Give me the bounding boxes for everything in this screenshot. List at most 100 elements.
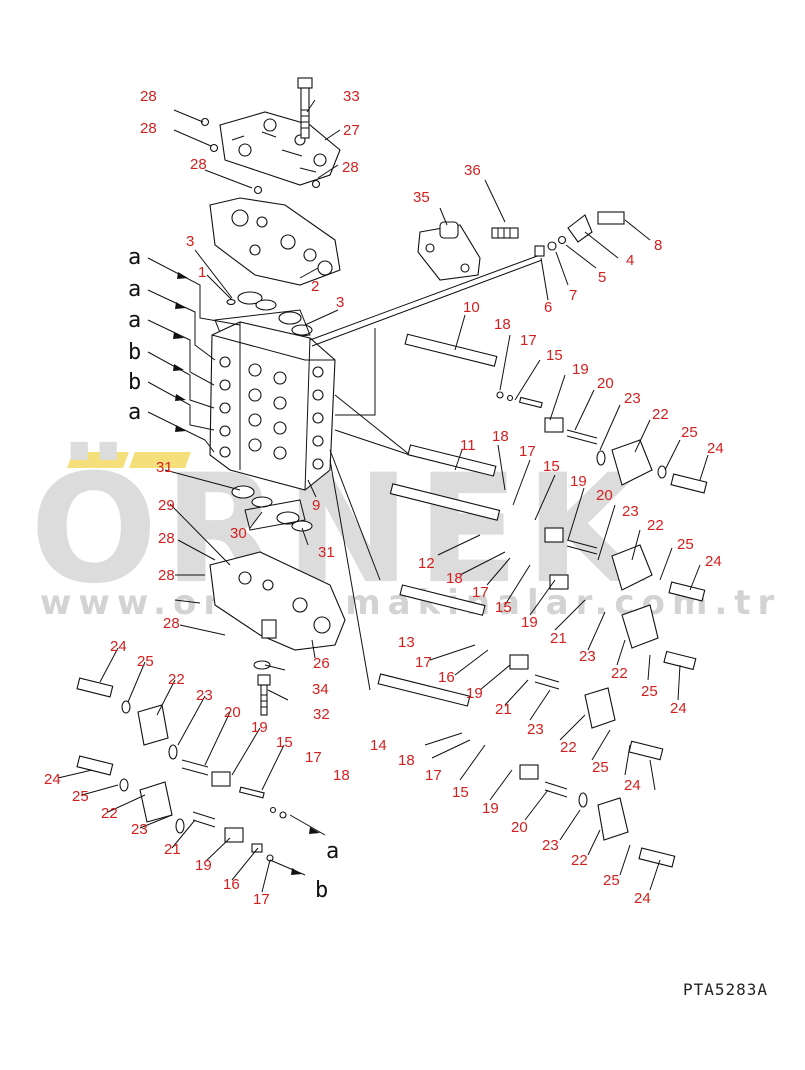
callout-17: 17 (425, 767, 442, 784)
callout-2: 2 (311, 278, 319, 295)
callout-24: 24 (624, 777, 641, 794)
callout-22: 22 (647, 517, 664, 534)
callout-34: 34 (312, 681, 329, 698)
callout-21: 21 (495, 701, 512, 718)
callout-23: 23 (131, 821, 148, 838)
callout-16: 16 (223, 876, 240, 893)
callout-28: 28 (158, 567, 175, 584)
callout-4: 4 (626, 252, 634, 269)
pilot-block (309, 211, 625, 347)
callout-13: 13 (398, 634, 415, 651)
callout-15: 15 (543, 458, 560, 475)
reference-letter-a: a (128, 277, 141, 302)
callout-20: 20 (596, 487, 613, 504)
callout-30: 30 (230, 525, 247, 542)
callout-24: 24 (44, 771, 61, 788)
valve-section-upper (209, 197, 341, 286)
callout-21: 21 (550, 630, 567, 647)
callout-25: 25 (603, 872, 620, 889)
watermark-brand: ÖRNEK (30, 443, 648, 617)
callout-29: 29 (158, 497, 175, 514)
callout-8: 8 (654, 237, 662, 254)
callout-24: 24 (705, 553, 722, 570)
callout-18: 18 (492, 428, 509, 445)
main-valve-body (209, 321, 336, 491)
callout-35: 35 (413, 189, 430, 206)
reference-letter-a: a (128, 308, 141, 333)
callout-22: 22 (611, 665, 628, 682)
callout-19: 19 (570, 473, 587, 490)
screws-28 (200, 117, 321, 195)
callout-17: 17 (520, 332, 537, 349)
callout-14: 14 (370, 737, 387, 754)
reference-letter-b: b (128, 370, 141, 395)
callout-18: 18 (446, 570, 463, 587)
callout-3: 3 (186, 233, 194, 250)
callout-19: 19 (251, 719, 268, 736)
callout-23: 23 (542, 837, 559, 854)
callout-19: 19 (195, 857, 212, 874)
callout-15: 15 (452, 784, 469, 801)
callout-28: 28 (163, 615, 180, 632)
callout-24: 24 (707, 440, 724, 457)
valve-section-lower (209, 551, 346, 716)
callout-16: 16 (438, 669, 455, 686)
callout-15: 15 (276, 734, 293, 751)
callout-36: 36 (464, 162, 481, 179)
callout-19: 19 (521, 614, 538, 631)
callout-23: 23 (527, 721, 544, 738)
callout-leaders (57, 99, 709, 893)
reference-letter-b: b (315, 878, 328, 903)
callout-27: 27 (343, 122, 360, 139)
callout-28: 28 (140, 88, 157, 105)
callout-33: 33 (343, 88, 360, 105)
callout-22: 22 (168, 671, 185, 688)
callout-25: 25 (137, 653, 154, 670)
callout-15: 15 (495, 599, 512, 616)
callout-20: 20 (511, 819, 528, 836)
callout-25: 25 (641, 683, 658, 700)
callout-17: 17 (253, 891, 270, 908)
callout-12: 12 (418, 555, 435, 572)
callouts: 28 28 28 28 33 27 36 35 3 1 2 3 8 4 5 7 … (44, 88, 724, 908)
callout-20: 20 (224, 704, 241, 721)
bolt (297, 77, 313, 139)
callout-19: 19 (572, 361, 589, 378)
callout-28: 28 (190, 156, 207, 173)
seals-bottom (231, 485, 313, 532)
callout-19: 19 (482, 800, 499, 817)
left-end-assemblies (76, 677, 287, 862)
seals-top (214, 291, 313, 346)
callout-25: 25 (677, 536, 694, 553)
callout-24: 24 (634, 890, 651, 907)
callout-23: 23 (579, 648, 596, 665)
spool-assemblies (329, 328, 708, 868)
callout-18: 18 (494, 316, 511, 333)
callout-23: 23 (622, 503, 639, 520)
callout-24: 24 (670, 700, 687, 717)
callout-6: 6 (544, 299, 552, 316)
callout-10: 10 (463, 299, 480, 316)
reference-letter-b: b (128, 340, 141, 365)
callout-19: 19 (466, 685, 483, 702)
callout-23: 23 (196, 687, 213, 704)
callout-1: 1 (198, 264, 206, 281)
callout-5: 5 (598, 269, 606, 286)
callout-7: 7 (569, 287, 577, 304)
callout-25: 25 (681, 424, 698, 441)
callout-24: 24 (110, 638, 127, 655)
callout-17: 17 (519, 443, 536, 460)
reference-letter-a: a (128, 245, 141, 270)
callout-20: 20 (597, 375, 614, 392)
callout-17: 17 (415, 654, 432, 671)
cover-plate (219, 111, 341, 186)
callout-31: 31 (318, 544, 335, 561)
callout-17: 17 (472, 584, 489, 601)
callout-21: 21 (164, 841, 181, 858)
callout-26: 26 (313, 655, 330, 672)
callout-22: 22 (101, 805, 118, 822)
callout-28: 28 (158, 530, 175, 547)
callout-3: 3 (336, 294, 344, 311)
